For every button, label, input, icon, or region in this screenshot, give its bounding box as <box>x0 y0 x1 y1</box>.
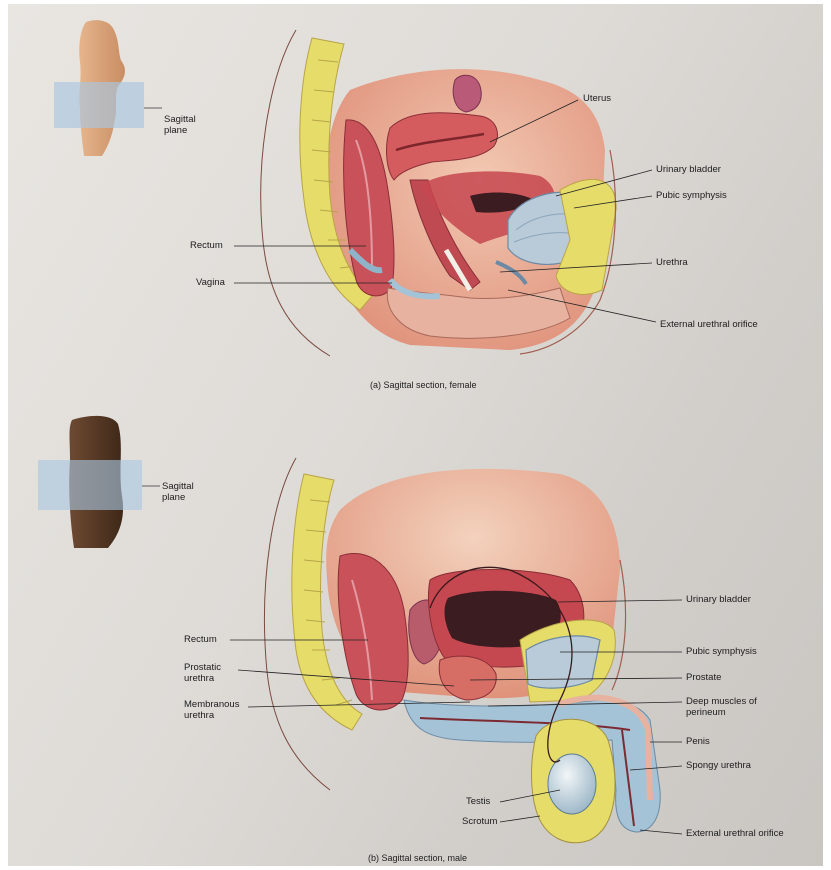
label-male-rectum: Rectum <box>184 634 217 645</box>
female-body-thumbnail <box>54 20 162 156</box>
label-testis: Testis <box>466 796 490 807</box>
label-uterus: Uterus <box>583 93 611 104</box>
label-scrotum: Scrotum <box>462 816 497 827</box>
label-female-urethra: Urethra <box>656 257 688 268</box>
sagittal-plane-overlay-male <box>38 460 142 510</box>
label-vagina: Vagina <box>196 277 225 288</box>
label-female-external-urethral-orifice: External urethral orifice <box>660 319 760 330</box>
label-membranous-urethra: Membranous urethra <box>184 699 250 721</box>
female-sagittal-section <box>234 30 656 356</box>
label-penis: Penis <box>686 736 710 747</box>
label-female-urinary-bladder: Urinary bladder <box>656 164 721 175</box>
label-female-rectum: Rectum <box>190 240 223 251</box>
male-sagittal-section <box>230 458 682 843</box>
male-sagittal-plane-label: Sagittal plane <box>162 481 212 503</box>
testis-shape <box>548 754 596 814</box>
label-spongy-urethra: Spongy urethra <box>686 760 751 771</box>
sagittal-plane-overlay <box>54 82 144 128</box>
label-prostatic-urethra: Prostatic urethra <box>184 662 244 684</box>
label-male-urinary-bladder: Urinary bladder <box>686 594 751 605</box>
label-deep-muscles-of-perineum: Deep muscles of perineum <box>686 696 782 718</box>
female-sagittal-plane-label: Sagittal plane <box>164 114 214 136</box>
label-male-external-urethral-orifice: External urethral orifice <box>686 828 784 839</box>
male-caption: (b) Sagittal section, male <box>368 853 467 863</box>
label-prostate: Prostate <box>686 672 721 683</box>
male-body-thumbnail <box>38 416 160 548</box>
female-caption: (a) Sagittal section, female <box>370 380 477 390</box>
label-male-pubic-symphysis: Pubic symphysis <box>686 646 757 657</box>
label-female-pubic-symphysis: Pubic symphysis <box>656 190 727 201</box>
